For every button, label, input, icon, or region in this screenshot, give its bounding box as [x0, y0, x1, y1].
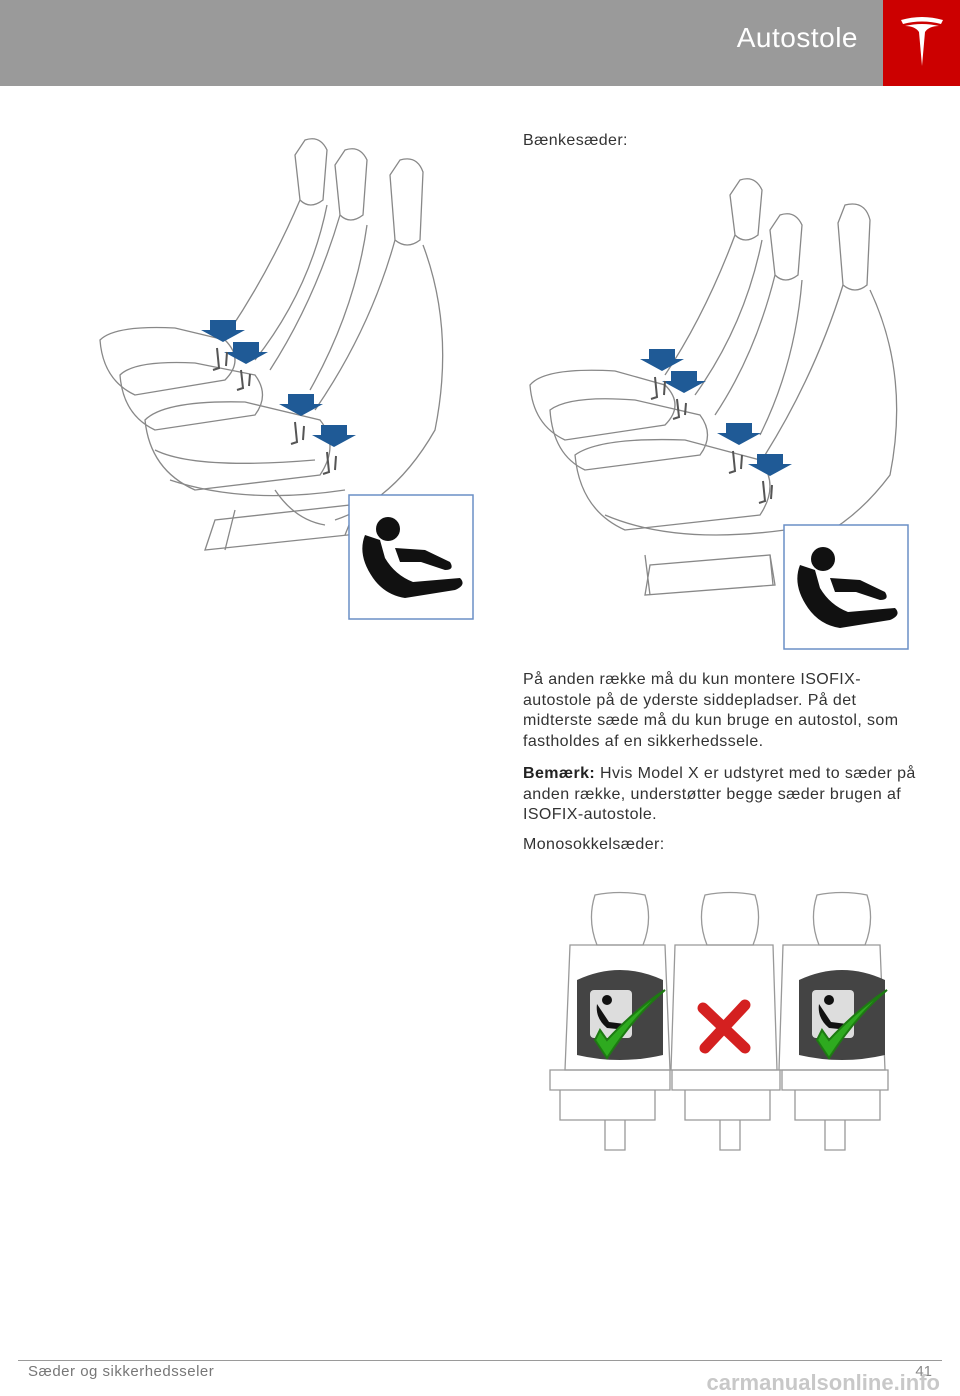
- bench-seats-illustration: [529, 178, 909, 650]
- watermark: carmanualsonline.info: [706, 1370, 941, 1395]
- check-icon: [593, 989, 666, 1060]
- tesla-logo-icon: [901, 17, 943, 66]
- isofix-paragraph: På anden række må du kun montere ISOFIX-…: [523, 671, 899, 750]
- bench-seats-label: Bænkesæder:: [523, 132, 628, 149]
- monopedestal-seats-illustration: [549, 891, 889, 1151]
- chapter-title: Autostole: [736, 22, 858, 53]
- footer-section: Sæder og sikkerhedsseler: [28, 1363, 215, 1380]
- page-number: 41: [915, 1363, 932, 1380]
- note-paragraph: Bemærk: Hvis Model X er udstyret med to …: [523, 764, 923, 826]
- check-icon: [815, 989, 888, 1060]
- note-text: Hvis Model X er udstyret med to sæder på…: [523, 765, 916, 823]
- tesla-logo: [883, 0, 960, 86]
- page-header: Autostole: [0, 0, 960, 86]
- cross-icon: [697, 999, 751, 1054]
- mono-seats-label: Monosokkelsæder:: [523, 836, 665, 853]
- footer-divider: [18, 1360, 942, 1361]
- second-row-seats-illustration: [99, 138, 474, 620]
- note-label: Bemærk:: [523, 765, 596, 782]
